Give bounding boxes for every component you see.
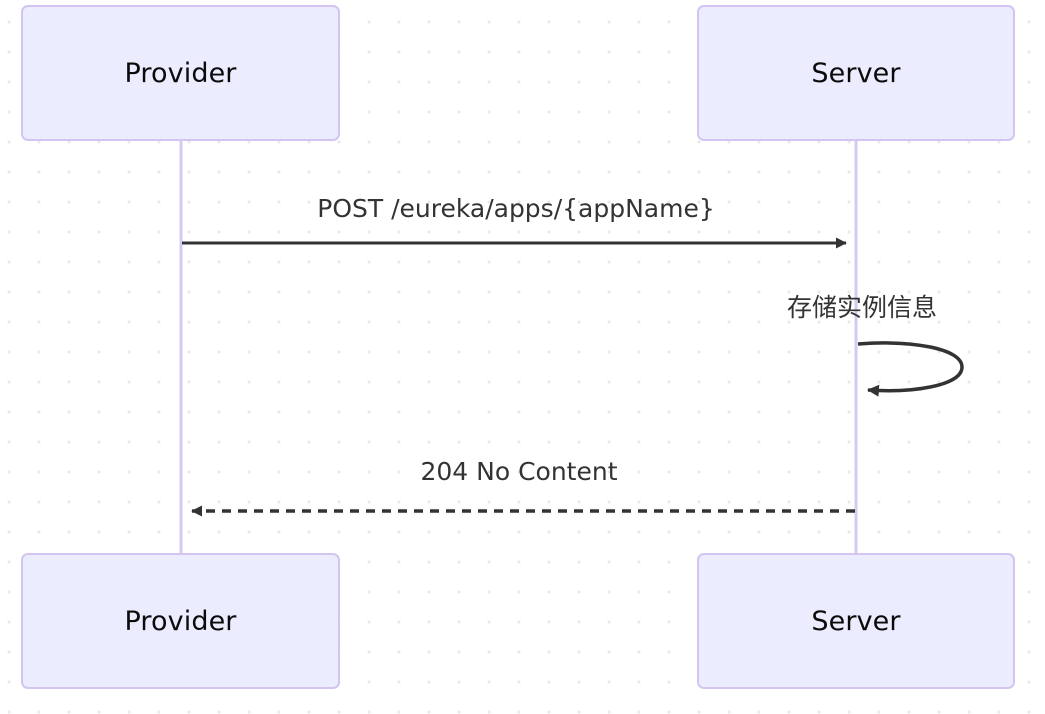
- actor-label-server-top: Server: [811, 57, 901, 89]
- actor-box-provider-top[interactable]: Provider: [21, 5, 340, 141]
- message-label-self-loop: 存储实例信息: [786, 293, 938, 322]
- actor-label-provider-top: Provider: [124, 57, 237, 89]
- actor-label-provider-bottom: Provider: [124, 605, 237, 637]
- message-label-request: POST /eureka/apps/{appName}: [317, 194, 715, 223]
- message-arrow-self-loop: [857, 341, 964, 397]
- actor-label-server-bottom: Server: [811, 605, 901, 637]
- actor-box-server-top[interactable]: Server: [697, 5, 1015, 141]
- actor-box-provider-bottom[interactable]: Provider: [21, 553, 340, 689]
- message-label-response: 204 No Content: [420, 457, 618, 486]
- actor-box-server-bottom[interactable]: Server: [697, 553, 1015, 689]
